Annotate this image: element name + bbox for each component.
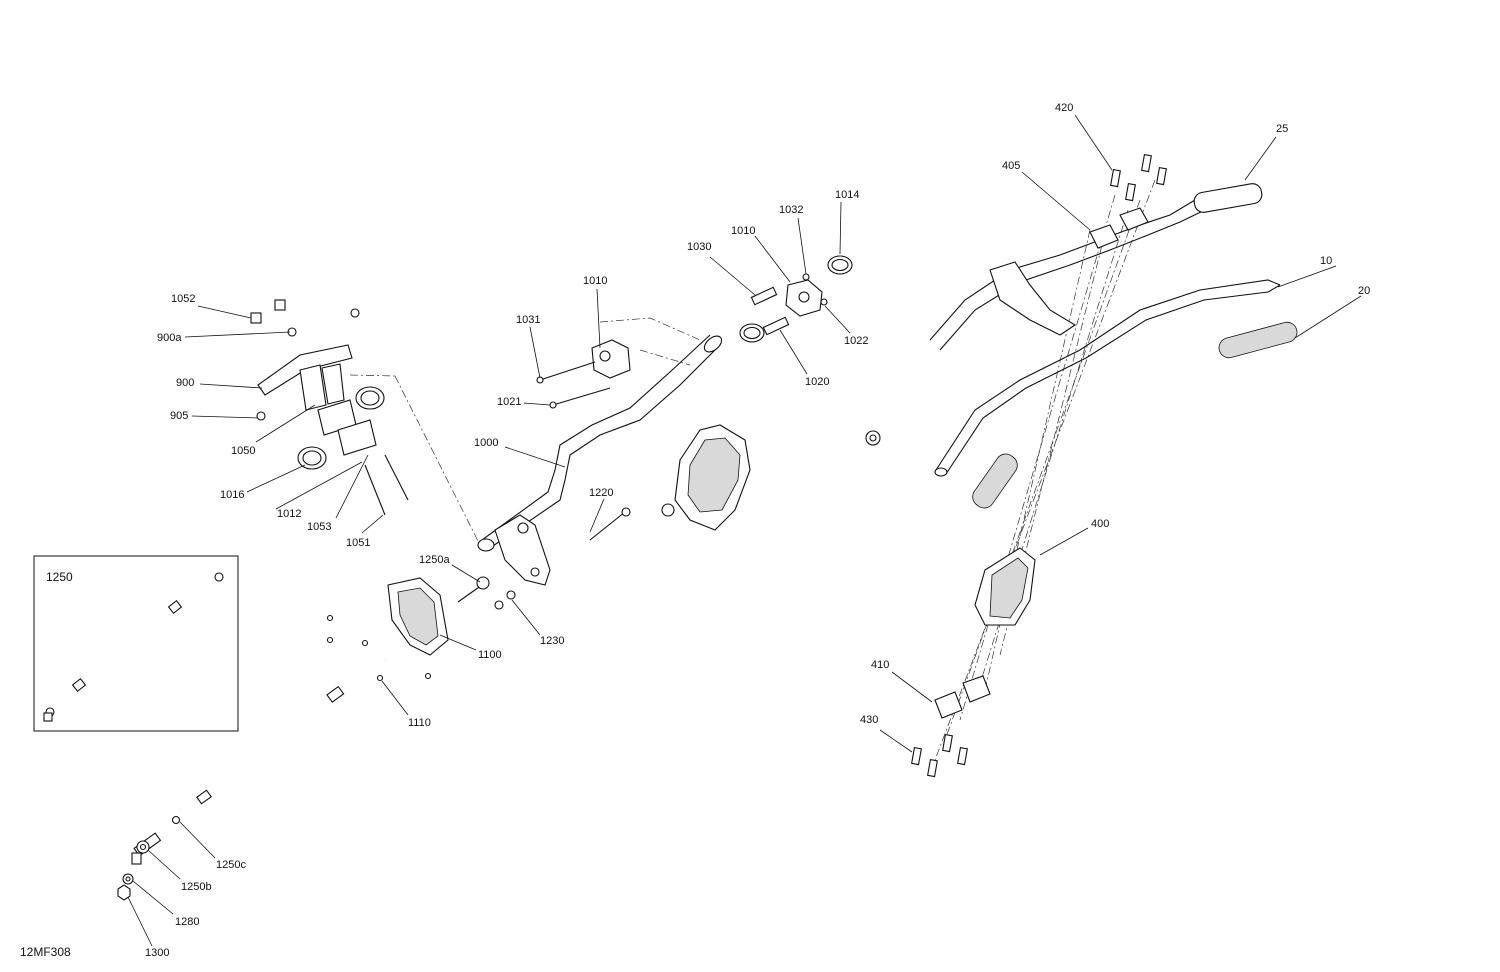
callout-1010-a: 1010: [583, 275, 607, 287]
callout-1050: 1050: [231, 445, 255, 457]
callout-1110: 1110: [408, 717, 431, 729]
callout-1032: 1032: [779, 204, 803, 216]
callout-1020: 1020: [805, 376, 829, 388]
callout-1031: 1031: [516, 314, 540, 326]
callout-1220: 1220: [589, 487, 613, 499]
callout-1280: 1280: [175, 916, 199, 928]
handlebar-assembly: [929, 183, 1298, 509]
steering-cover: [326, 577, 449, 682]
callout-900: 900: [176, 377, 194, 389]
callout-1021: 1021: [497, 396, 521, 408]
figure-code: 12MF308: [20, 945, 71, 959]
inset-box-label: 1250: [46, 570, 73, 584]
callout-1250b: 1250b: [181, 881, 212, 893]
clamp-assembly-left: [250, 299, 409, 516]
callout-905: 905: [170, 410, 188, 422]
callout-1010-b: 1010: [731, 225, 755, 237]
callout-10: 10: [1320, 255, 1332, 267]
callout-1022: 1022: [844, 335, 868, 347]
upper-support-block: [536, 339, 631, 409]
inset-box-1250: 1250: [33, 555, 239, 732]
callout-1012: 1012: [277, 508, 301, 520]
callout-1051: 1051: [346, 537, 370, 549]
leader-lines: [127, 114, 1362, 947]
callout-1250c: 1250c: [216, 859, 246, 871]
callout-labels: 10 20 25 400 405 410 420 430 900 900a 90…: [145, 102, 1370, 959]
tie-rod-lower: [117, 658, 387, 901]
assembly-dashed-lines: [349, 179, 1156, 761]
bearing-block-right: [739, 255, 853, 343]
callout-1014: 1014: [835, 189, 859, 201]
callout-900a: 900a: [157, 332, 182, 344]
callout-405: 405: [1002, 160, 1020, 172]
callout-430: 430: [860, 714, 878, 726]
callout-25: 25: [1276, 123, 1288, 135]
steering-arm: [661, 424, 881, 531]
steering-column: [477, 334, 723, 586]
callout-1230: 1230: [540, 635, 564, 647]
callout-400: 400: [1091, 518, 1109, 530]
callout-1000: 1000: [474, 437, 498, 449]
callout-1016: 1016: [220, 489, 244, 501]
bolts-center: [457, 507, 631, 610]
callout-410: 410: [871, 659, 889, 671]
handlebar-riser: [911, 153, 1167, 778]
callout-420: 420: [1055, 102, 1073, 114]
callout-1100: 1100: [478, 649, 502, 661]
callout-1030: 1030: [687, 241, 711, 253]
callout-1052: 1052: [171, 293, 195, 305]
callout-1053: 1053: [307, 521, 331, 533]
callout-20: 20: [1358, 285, 1370, 297]
callout-1300: 1300: [145, 947, 169, 959]
callout-1250a: 1250a: [419, 554, 450, 566]
